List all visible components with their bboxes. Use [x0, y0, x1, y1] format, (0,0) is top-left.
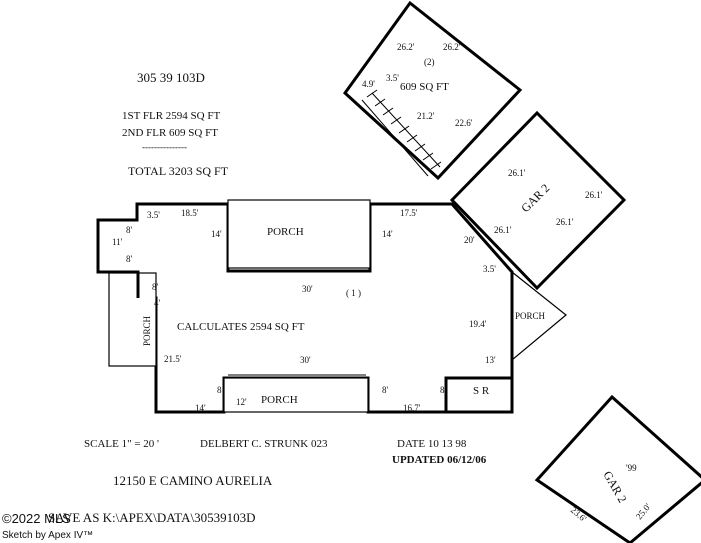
garage-small-outline	[534, 394, 701, 543]
sketch-date: DATE 10 13 98	[397, 438, 467, 450]
copyright-watermark: ©2022 MLS	[2, 511, 71, 526]
dim-8-sr: 8	[440, 385, 445, 395]
appraiser-name: DELBERT C. STRUNK 023	[200, 438, 328, 450]
dim-3-5-top: 3.5'	[147, 210, 160, 220]
header-summary: 305 39 103D 1ST FLR 2594 SQ FT 2ND FLR 6…	[122, 70, 229, 178]
garage-main-label: GAR 2	[518, 181, 552, 215]
dim-8-left: 8	[217, 385, 222, 395]
dim-30-top: 30'	[302, 284, 313, 294]
porch-bottom	[223, 377, 369, 413]
porch-right-label: PORCH	[515, 311, 546, 321]
dim-8-b: 8'	[126, 254, 133, 264]
dim-14-right: 14'	[382, 229, 393, 239]
upper-floor-area: 609 SQ FT	[400, 81, 449, 93]
dim-8-c: 8'	[152, 282, 159, 292]
porch-left	[108, 272, 157, 367]
second-floor-area: 2ND FLR 609 SQ FT	[122, 127, 218, 139]
dim-17-5: 17.5'	[400, 208, 418, 218]
dim-19-4: 19.4'	[469, 319, 487, 329]
dim-4: 4'	[154, 298, 161, 308]
dim-14-left: 14'	[211, 229, 222, 239]
stairs	[361, 89, 442, 177]
dim-18-5: 18.5'	[181, 208, 199, 218]
garage-small-label: GAR 2	[600, 469, 629, 506]
total-divider: ---------------	[142, 142, 187, 152]
upper-dim-top-right: 26.2'	[443, 42, 461, 52]
porch-left-label: PORCH	[142, 315, 152, 346]
garage-main-outline	[449, 110, 627, 291]
dim-12: 12'	[236, 397, 247, 407]
garage-small-tag: '99	[626, 463, 637, 473]
garage-small-dim-left: 23.6'	[569, 505, 589, 524]
footer-info: SCALE 1" = 20 ' DELBERT C. STRUNK 023 DA…	[48, 438, 487, 525]
dim-3-5-right: 3.5'	[483, 264, 496, 274]
porch-top	[227, 199, 371, 269]
dim-11: 11'	[112, 237, 123, 247]
dim-21-5: 21.5'	[164, 354, 182, 364]
dim-30-bottom: 30'	[300, 355, 311, 365]
upper-dim-top-left: 26.2'	[397, 42, 415, 52]
garage-main: 26.1' GAR 2 26.1' 26.1' 26.1'	[449, 110, 627, 291]
dim-8-a: 8'	[126, 225, 133, 235]
dim-20: 20'	[464, 235, 475, 245]
upper-dim-left: 4.9'	[362, 79, 375, 89]
garage-small-dim-right: 25.0'	[634, 501, 653, 521]
upper-floor-tag: (2)	[424, 57, 435, 67]
dim-14-bottom: 14'	[195, 403, 206, 413]
parcel-number: 305 39 103D	[137, 70, 205, 85]
porch-top-label: PORCH	[267, 226, 304, 238]
garage-dim-left: 26.1'	[494, 225, 512, 235]
total-area: TOTAL 3203 SQ FT	[128, 164, 229, 178]
save-path: SAVE AS K:\APEX\DATA\30539103D	[48, 510, 255, 525]
main-floor-calc: CALCULATES 2594 SQ FT	[177, 321, 305, 333]
scale-note: SCALE 1" = 20 '	[84, 438, 159, 450]
main-floor: PORCH PORCH PORCH PORCH S R ( 1 ) CALCUL…	[96, 199, 567, 414]
upper-dim-right: 22.6'	[455, 118, 473, 128]
storage-room-label: S R	[473, 385, 490, 397]
porch-bottom-label: PORCH	[261, 394, 298, 406]
property-address: 12150 E CAMINO AURELIA	[113, 473, 273, 488]
garage-dim-right: 26.1'	[585, 190, 603, 200]
dim-8-right: 8'	[382, 385, 389, 395]
dim-13: 13'	[485, 355, 496, 365]
upper-dim-inner: 3.5'	[386, 73, 399, 83]
upper-floor: 26.2' 26.2' (2) 4.9' 3.5' 609 SQ FT 21.2…	[343, 0, 523, 181]
apex-credit: Sketch by Apex IV™	[2, 530, 94, 541]
updated-date: UPDATED 06/12/06	[392, 454, 487, 466]
garage-dim-inner: 26.1'	[556, 217, 574, 227]
garage-dim-top: 26.1'	[508, 168, 526, 178]
garage-small: GAR 2 '99 23.6' 25.0'	[534, 394, 701, 543]
upper-dim-mid: 21.2'	[417, 111, 435, 121]
storage-room	[444, 376, 514, 414]
dim-16-7: 16.7'	[403, 403, 421, 413]
first-floor-area: 1ST FLR 2594 SQ FT	[122, 110, 220, 122]
upper-floor-outline	[343, 0, 523, 181]
main-floor-tag: ( 1 )	[346, 288, 361, 298]
